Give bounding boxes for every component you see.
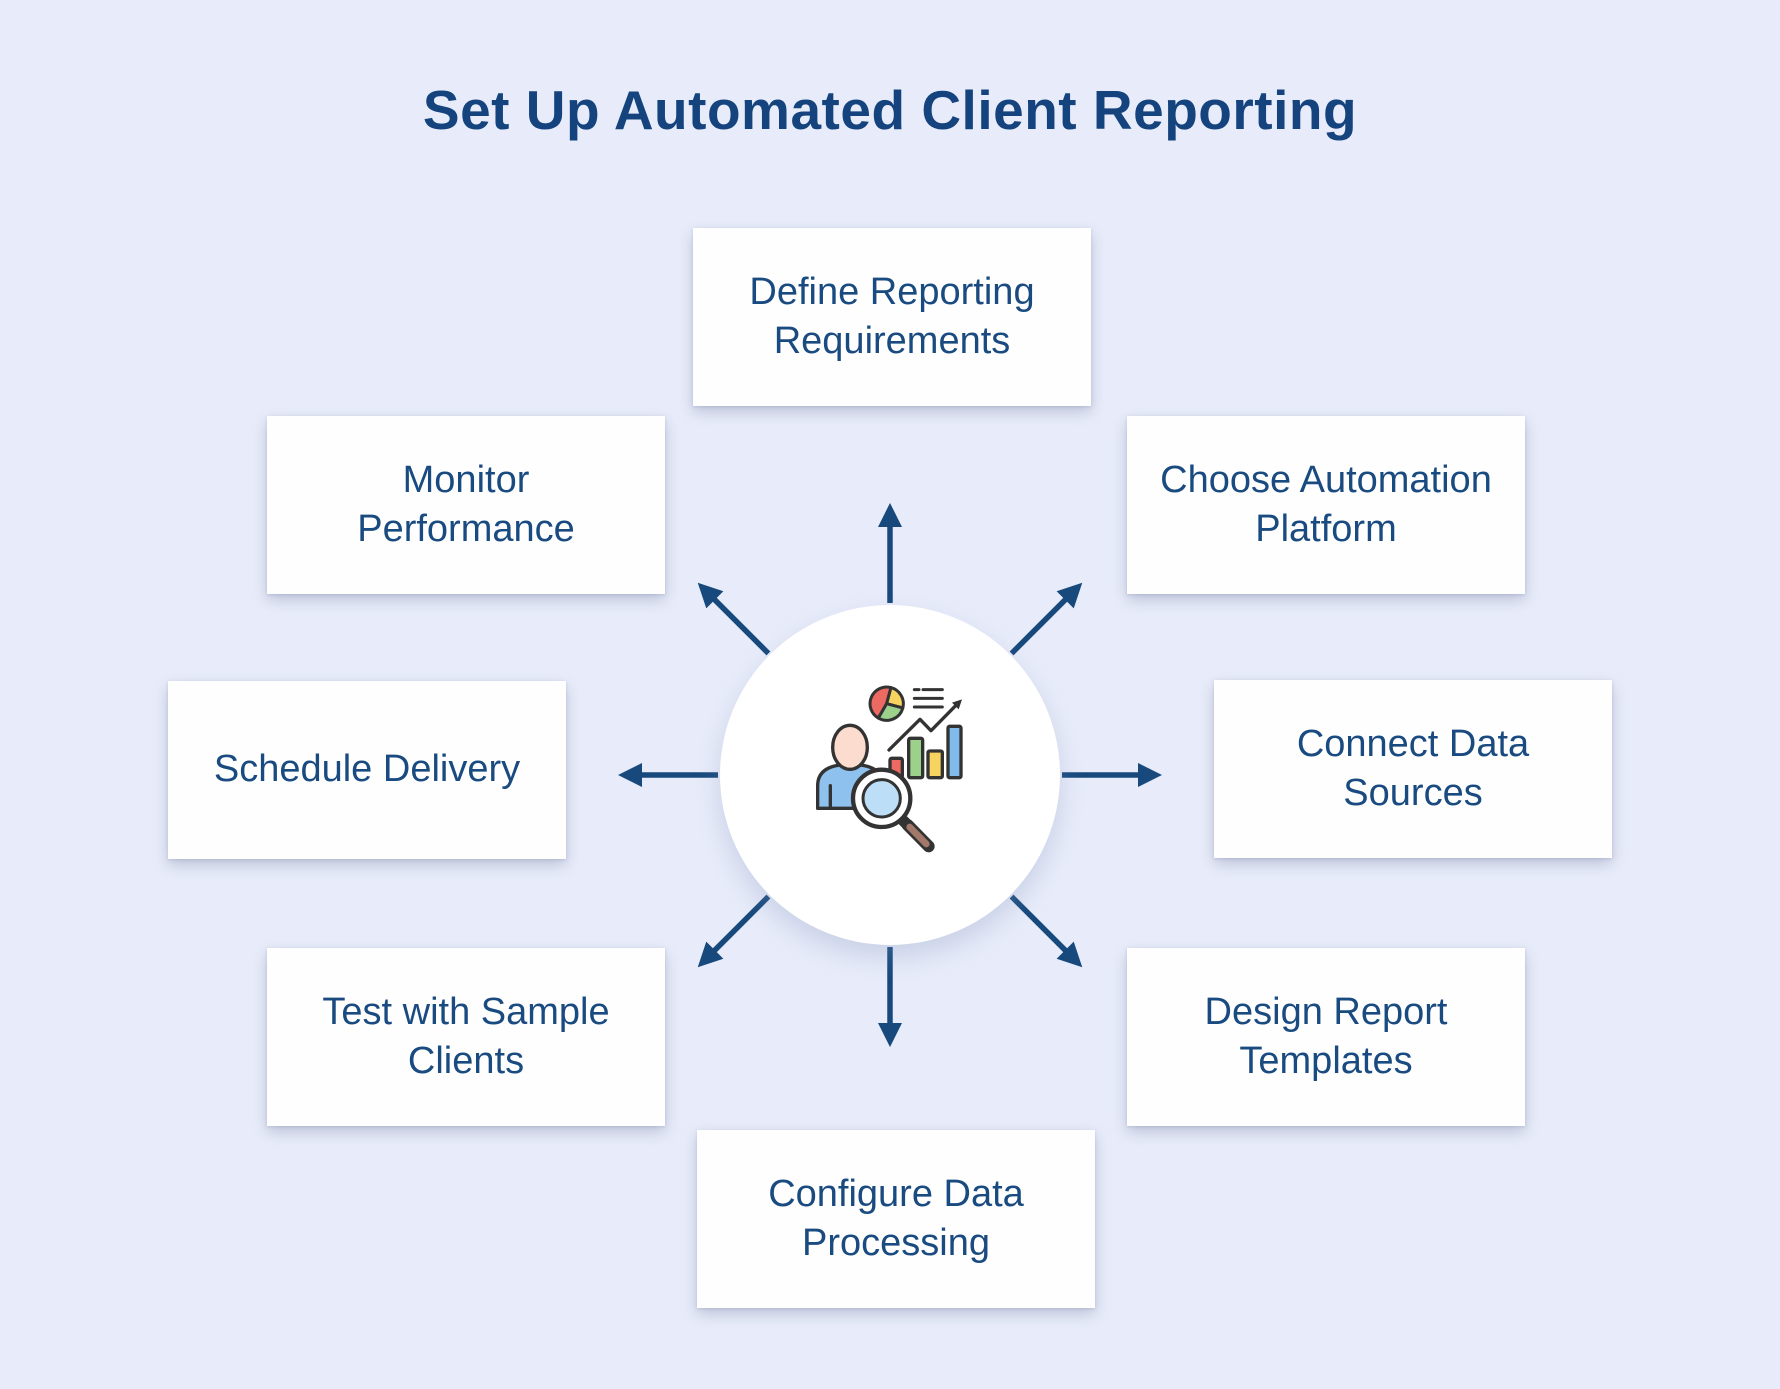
step-connect-data-sources: Connect Data Sources <box>1214 680 1612 858</box>
step-label: Test with Sample Clients <box>322 990 610 1082</box>
page-title: Set Up Automated Client Reporting <box>422 79 1358 141</box>
arrow-down-left <box>697 894 771 968</box>
arrow-up-right <box>1009 582 1083 656</box>
step-label: Schedule Delivery <box>213 748 521 791</box>
step-design-report-templates: Design Report Templates <box>1127 948 1525 1126</box>
step-choose-automation-platform: Choose Automation Platform <box>1127 416 1525 594</box>
arrow-up-left <box>697 582 771 656</box>
step-label: Choose Automation Platform <box>1160 458 1492 550</box>
step-test-with-sample-clients: Test with Sample Clients <box>267 948 665 1126</box>
hub-circle <box>720 605 1060 945</box>
step-configure-data-processing: Configure Data Processing <box>697 1130 1095 1308</box>
list-icon <box>912 688 944 709</box>
step-label: Configure Data Processing <box>768 1172 1024 1264</box>
step-schedule-delivery: Schedule Delivery <box>168 681 566 859</box>
step-label: Define Reporting Requirements <box>749 270 1035 362</box>
magnifier-icon <box>850 767 935 853</box>
pie-chart-icon <box>868 685 905 722</box>
growth-arrow-icon <box>887 699 962 752</box>
step-monitor-performance: Monitor Performance <box>267 416 665 594</box>
analyst-with-charts-and-magnifier-icon <box>816 685 963 853</box>
step-label: Design Report Templates <box>1204 990 1448 1082</box>
step-label: Connect Data Sources <box>1296 722 1530 814</box>
arrow-down-right <box>1009 894 1083 968</box>
step-label: Monitor Performance <box>357 458 575 550</box>
bar-chart-icon <box>888 724 963 780</box>
step-define-reporting-requirements: Define Reporting Requirements <box>693 228 1091 406</box>
